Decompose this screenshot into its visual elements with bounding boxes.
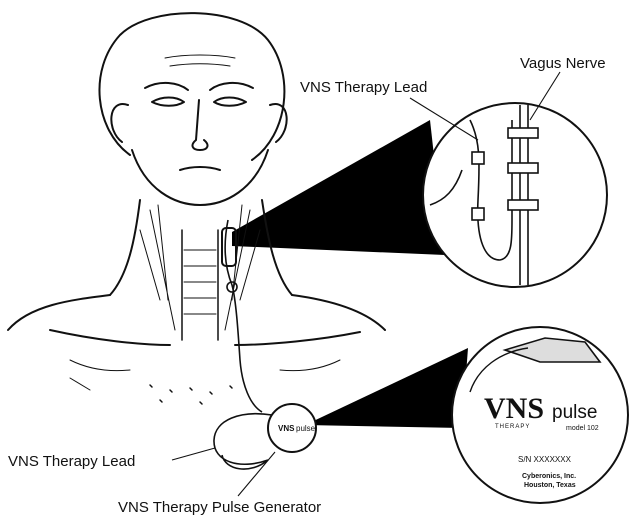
label-pulse-generator: VNS Therapy Pulse Generator (118, 499, 321, 516)
chest-lines-left (70, 360, 130, 390)
lead-in-neck (225, 220, 262, 412)
right-shoulder (292, 295, 385, 330)
small-pulse-generator: VNS pulse (268, 404, 316, 452)
trachea-rings (184, 250, 216, 314)
head-outline (99, 13, 284, 160)
mouth (180, 167, 220, 170)
brand-pulse: pulse (552, 402, 597, 423)
nerve-electrode-3 (508, 200, 538, 210)
forehead-lines (165, 55, 235, 66)
neck-callout-wedge (232, 120, 445, 255)
serial-number: S/N XXXXXXX (518, 455, 572, 464)
leader-pulse-generator (238, 452, 275, 496)
lead-connector-1 (472, 152, 484, 164)
neck-muscles-left (140, 205, 175, 330)
generator-inset: VNS THERAPY pulse model 102 S/N XXXXXXX … (452, 327, 628, 503)
trachea (182, 230, 218, 340)
label-lead-bottom: VNS Therapy Lead (8, 453, 135, 470)
brand-therapy: THERAPY (495, 424, 530, 430)
left-ear (111, 104, 128, 142)
right-eyebrow (210, 83, 253, 90)
jaw-outline (132, 150, 268, 205)
lead-coil-loop (214, 414, 272, 469)
lead-inset (423, 103, 607, 287)
leader-lead-bottom (172, 448, 215, 460)
neck-left (110, 200, 140, 295)
chest-stipple (150, 385, 232, 404)
nerve-electrode-2 (508, 163, 538, 173)
brand-vns: VNS (484, 392, 544, 425)
left-eye (152, 98, 184, 106)
label-lead-top: VNS Therapy Lead (300, 79, 427, 96)
lead-connector-2 (472, 208, 484, 220)
left-eyebrow (145, 83, 188, 90)
maker-line-1: Cyberonics, Inc. (522, 473, 576, 480)
small-badge-vns: VNS (278, 424, 295, 433)
label-vagus-nerve: Vagus Nerve (520, 55, 606, 72)
nerve-electrode-1 (508, 128, 538, 138)
small-badge-pulse: pulse (296, 424, 316, 433)
model-number: model 102 (566, 425, 599, 432)
right-clavicle (235, 332, 360, 345)
nose (193, 100, 208, 150)
left-clavicle (50, 330, 170, 345)
maker-line-2: Houston, Texas (524, 482, 576, 489)
generator-callout-wedge (305, 348, 468, 428)
right-eye (214, 98, 246, 106)
chest-lines-right (280, 360, 340, 371)
left-shoulder (8, 295, 110, 330)
